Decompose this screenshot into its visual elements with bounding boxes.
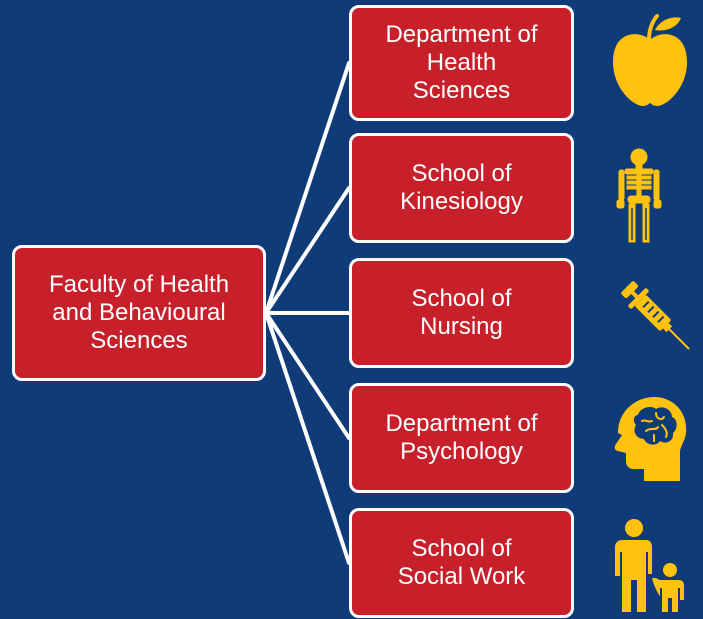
root-line-3: Sciences: [90, 327, 188, 354]
apple-icon: [613, 14, 687, 106]
child-3-line-1: School of: [411, 285, 512, 312]
child-2-line-2: Kinesiology: [400, 188, 523, 215]
connector-to-health-sciences: [264, 61, 351, 315]
child-3-line-2: Nursing: [420, 313, 503, 340]
skeleton-icon: [616, 148, 662, 243]
child-box-social-work: School of Social Work: [349, 508, 574, 618]
child-4-line-2: Psychology: [400, 438, 523, 465]
child-1-line-2: Health: [426, 49, 497, 76]
child-box-psychology: Department of Psychology: [349, 383, 574, 493]
child-1-line-3: Sciences: [412, 77, 511, 104]
child-5-line-1: School of: [411, 535, 512, 562]
connector-to-psychology: [264, 311, 351, 440]
child-box-nursing: School of Nursing: [349, 258, 574, 368]
child-4-line-1: Department of: [385, 410, 538, 437]
child-box-kinesiology: School of Kinesiology: [349, 133, 574, 243]
child-1-line-1: Department of: [385, 21, 538, 48]
parent-child-icon: [615, 519, 684, 612]
root-line-1: Faculty of Health: [48, 271, 230, 298]
child-box-health-sciences: Department of Health Sciences: [349, 5, 574, 121]
connector-to-social-work: [264, 311, 351, 565]
connector-to-kinesiology: [264, 186, 351, 315]
syringe-icon: [621, 281, 690, 350]
child-2-line-1: School of: [411, 160, 512, 187]
root-line-2: and Behavioural: [52, 299, 226, 326]
root-box-faculty: Faculty of Health and Behavioural Scienc…: [12, 245, 266, 381]
brain-head-icon: [614, 397, 687, 481]
child-5-line-2: Social Work: [397, 563, 526, 590]
